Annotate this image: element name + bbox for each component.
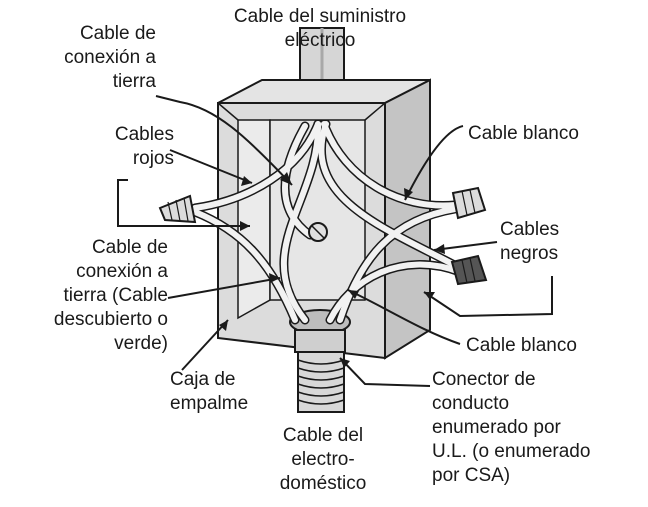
leader-lines [117, 95, 553, 387]
label-ground-cable-bottom: Cable de conexión a tierra (Cable descub… [53, 237, 168, 354]
wire-nut-right-bottom [450, 254, 488, 286]
label-conduit-connector: Conector de conducto enumerado por U.L. … [432, 369, 591, 486]
label-white-cable-top: Cable blanco [468, 123, 579, 144]
label-white-cable-bottom: Cable blanco [466, 335, 577, 356]
label-supply-cable: Cable del suministro eléctrico [233, 6, 407, 51]
label-appliance-cable: Cable del electro- doméstico [279, 425, 367, 494]
label-red-cables: Cables rojos [114, 124, 174, 169]
wires [190, 119, 465, 325]
appliance-conduit [294, 329, 346, 413]
box-inner-wall [237, 119, 271, 320]
label-junction-box: Caja de empalme [170, 369, 249, 414]
wire-nut-left [158, 194, 197, 224]
label-ground-cable-top: Cable de conexión a tierra [64, 23, 156, 92]
wire-nut-right-top [451, 186, 487, 220]
label-black-cables: Cables negros [500, 219, 560, 264]
arrowheads [219, 172, 445, 368]
